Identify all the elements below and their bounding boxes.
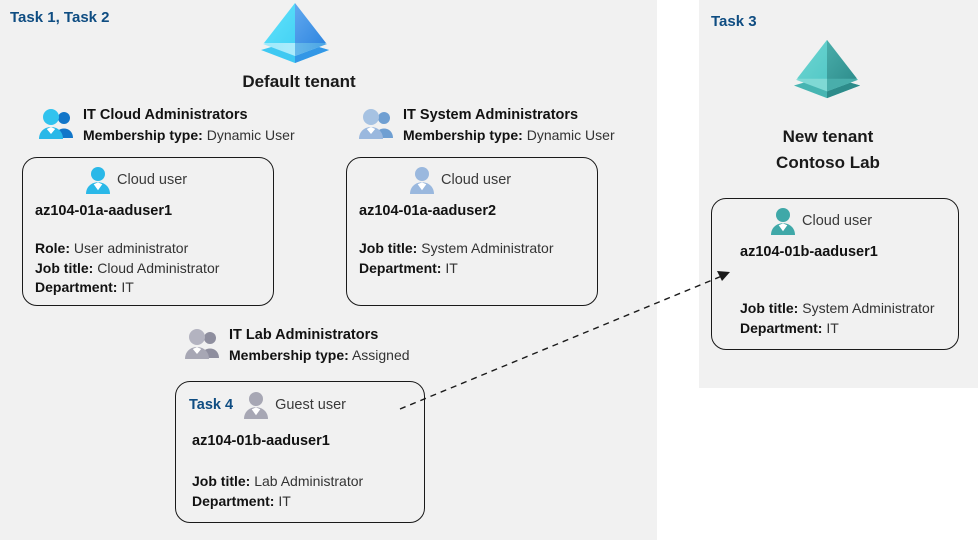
group-meta-value: Dynamic User: [206, 127, 295, 143]
card-header: Cloud user: [409, 166, 511, 194]
property-value: IT: [445, 259, 458, 276]
property-value: IT: [121, 279, 134, 295]
property-label: Department:: [192, 492, 275, 509]
property-label: Job title:: [35, 259, 94, 276]
task-label-1-2: Task 1, Task 2: [10, 9, 110, 26]
property-label: Department:: [359, 259, 442, 276]
group-users-icon: [38, 108, 76, 140]
card-header: Cloud user: [770, 207, 872, 235]
user-card-az104-01a-aaduser2[interactable]: Cloud user az104-01a-aaduser2 Job title:…: [346, 157, 598, 306]
card-header: Cloud user: [85, 166, 187, 194]
property-label: Role:: [35, 240, 70, 256]
property-row: Department: IT: [35, 278, 219, 298]
group-name: IT Lab Administrators: [229, 327, 379, 343]
property-value: IT: [826, 319, 839, 336]
property-row: Department: IT: [740, 319, 935, 339]
default-tenant-title: Default tenant: [242, 72, 356, 91]
user-kind-label: Cloud user: [802, 213, 873, 229]
user-properties: Job title: System Administrator Departme…: [740, 299, 935, 338]
property-value: System Administrator: [802, 300, 935, 316]
user-card-az104-01a-aaduser1[interactable]: Cloud user az104-01a-aaduser1 Role: User…: [22, 157, 274, 306]
new-tenant-title-line2: Contoso Lab: [776, 153, 880, 172]
group-membership-type: Membership type: Assigned: [229, 345, 410, 365]
azure-tenant-pyramid-icon: [792, 38, 862, 100]
property-row: Job title: System Administrator: [359, 239, 554, 259]
cloud-user-icon: [85, 166, 111, 194]
group-it-system-administrators: IT System Administrators Membership type…: [358, 106, 615, 145]
cloud-user-icon: [409, 166, 435, 194]
card-header: Task 4 Guest user: [189, 391, 346, 419]
group-it-cloud-administrators: IT Cloud Administrators Membership type:…: [38, 106, 295, 145]
property-label: Department:: [35, 279, 118, 295]
property-value: User administrator: [73, 240, 189, 256]
group-it-lab-administrators: IT Lab Administrators Membership type: A…: [184, 326, 410, 365]
group-meta-value: Dynamic User: [526, 127, 615, 143]
user-card-new-tenant-az104-01b-aaduser1[interactable]: Cloud user az104-01b-aaduser1 Job title:…: [711, 198, 959, 350]
default-tenant-panel: [0, 0, 657, 540]
group-meta-label: Membership type:: [83, 127, 203, 143]
property-row: Role: User administrator: [35, 239, 219, 259]
property-label: Department:: [740, 319, 823, 336]
property-label: Job title:: [192, 473, 251, 489]
guest-user-icon: [243, 391, 269, 419]
group-users-icon: [184, 328, 222, 360]
group-meta-value: Assigned: [351, 347, 410, 363]
property-value: Lab Administrator: [254, 473, 364, 489]
property-value: Cloud Administrator: [97, 259, 220, 276]
cloud-user-icon: [770, 207, 796, 235]
user-display-name: az104-01b-aaduser1: [740, 244, 878, 260]
user-display-name: az104-01a-aaduser1: [35, 203, 173, 219]
property-row: Department: IT: [192, 492, 363, 512]
property-label: Job title:: [359, 240, 418, 256]
new-tenant-title-line1: New tenant: [782, 127, 874, 146]
property-row: Department: IT: [359, 259, 554, 279]
property-value: System Administrator: [421, 240, 554, 256]
group-membership-type: Membership type: Dynamic User: [83, 125, 295, 145]
user-display-name: az104-01a-aaduser2: [359, 203, 497, 219]
user-kind-label: Guest user: [275, 397, 346, 413]
user-kind-label: Cloud user: [117, 172, 188, 188]
group-meta-label: Membership type:: [403, 127, 523, 143]
user-card-guest-az104-01b-aaduser1[interactable]: Task 4 Guest user az104-01b-aaduser1 Job…: [175, 381, 425, 523]
user-properties: Role: User administrator Job title: Clou…: [35, 239, 219, 298]
group-name: IT System Administrators: [403, 107, 579, 123]
task-label-4: Task 4: [189, 397, 234, 413]
user-properties: Job title: Lab Administrator Department:…: [192, 472, 363, 511]
azure-tenant-pyramid-icon: [259, 2, 331, 64]
property-label: Job title:: [740, 300, 799, 316]
group-name: IT Cloud Administrators: [83, 107, 248, 123]
property-row: Job title: System Administrator: [740, 299, 935, 319]
user-properties: Job title: System Administrator Departme…: [359, 239, 554, 278]
property-value: IT: [278, 492, 291, 509]
property-row: Job title: Cloud Administrator: [35, 259, 219, 279]
group-users-icon: [358, 108, 396, 140]
group-meta-label: Membership type:: [229, 347, 349, 363]
user-kind-label: Cloud user: [441, 172, 512, 188]
user-display-name: az104-01b-aaduser1: [192, 433, 330, 449]
group-membership-type: Membership type: Dynamic User: [403, 125, 615, 145]
property-row: Job title: Lab Administrator: [192, 472, 363, 492]
task-label-3: Task 3: [711, 13, 757, 30]
